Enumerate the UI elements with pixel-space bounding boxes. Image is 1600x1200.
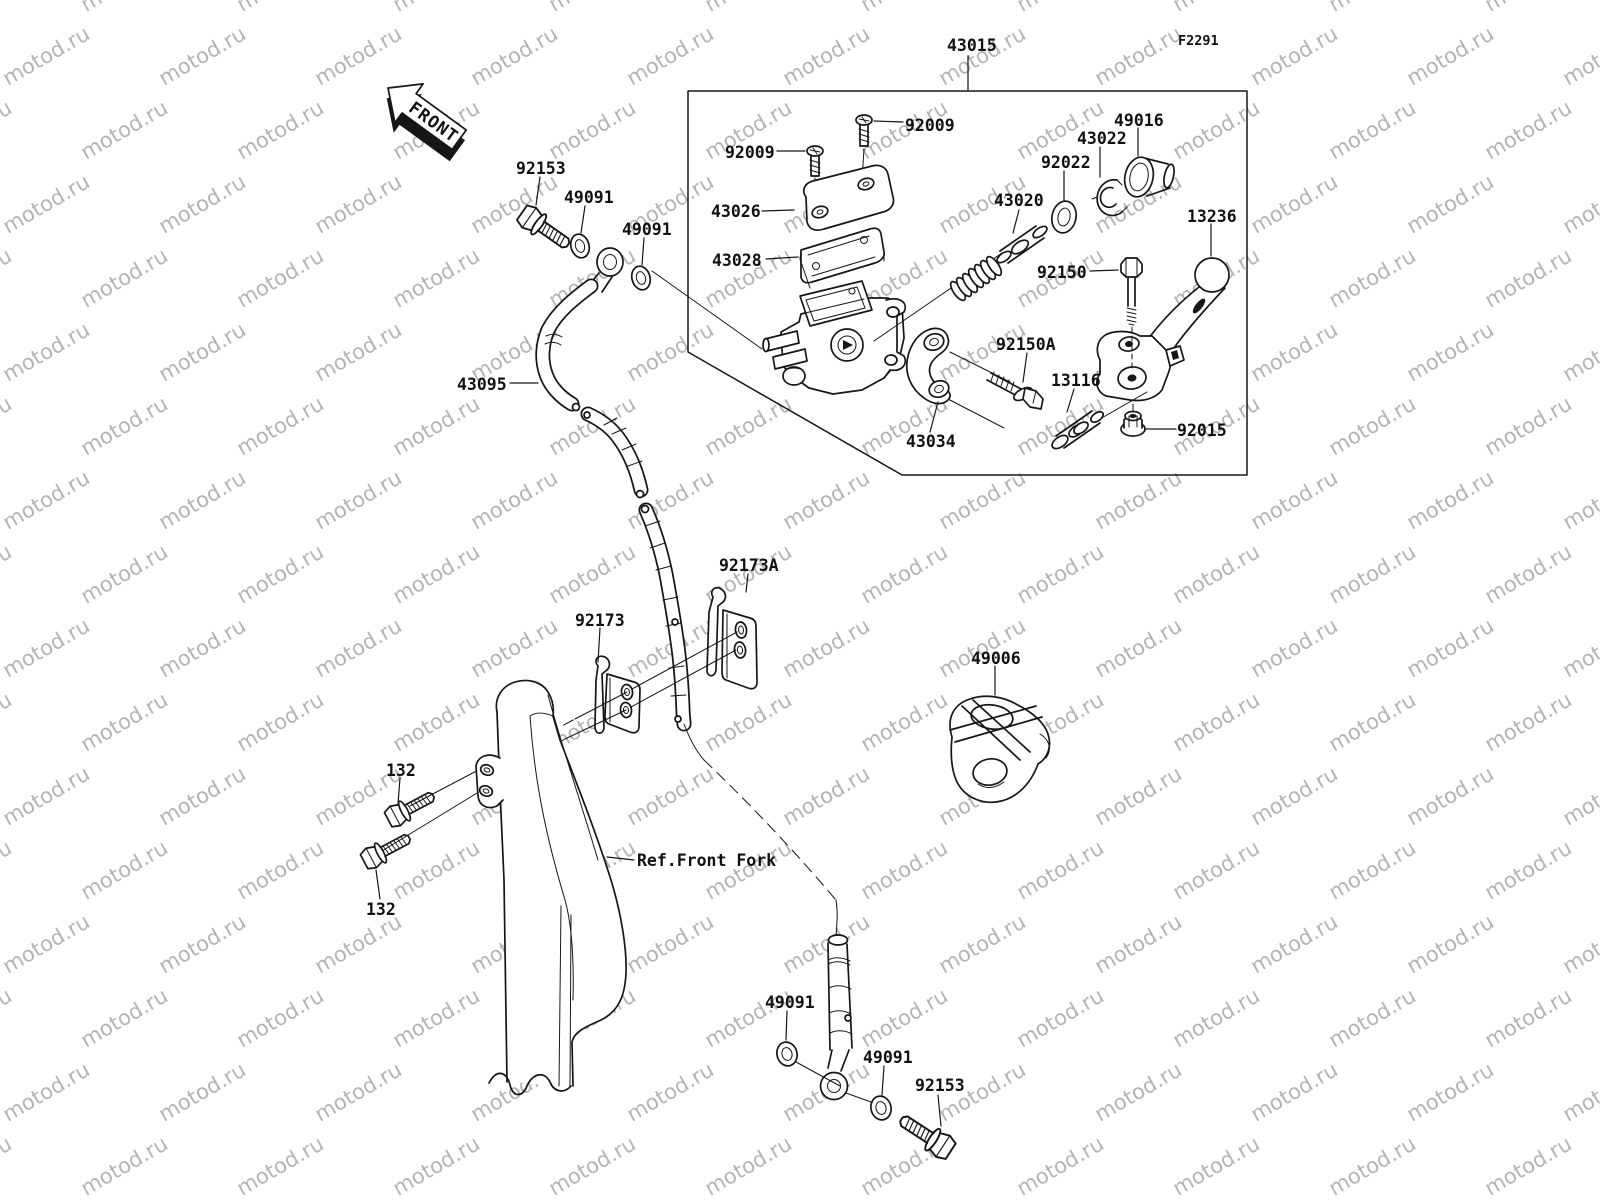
washer-49091-top-2: 49091 [622,220,672,291]
piston [996,225,1048,264]
boot-49016: 49016 [1114,111,1175,198]
lever-boot-49006: 49006 [949,649,1051,804]
assembly-box-43015: 43015 [687,36,1248,476]
screw-92009-right: 92009 [855,114,955,181]
reference-note: Ref.Front Fork [637,851,776,870]
front-arrow: FRONT [386,83,468,162]
part-label-43020: 43020 [994,191,1044,210]
brake-lever-13236: 13236 [1096,207,1237,402]
washer-92022: 92022 [1041,153,1091,234]
reservoir-plate-43028: 43028 [712,227,885,289]
part-label-43028: 43028 [712,251,762,270]
part-label-43015: 43015 [947,36,997,55]
part-label-49006: 49006 [971,649,1021,668]
part-label-43034: 43034 [906,432,956,451]
hose-clamp-92173: 92173 [575,611,641,735]
part-label-43026: 43026 [711,202,761,221]
part-label-92173: 92173 [575,611,625,630]
part-label-49091-4: 49091 [863,1048,913,1067]
part-label-49091-2: 49091 [622,220,672,239]
washer-49091-top-1: 49091 [564,188,614,259]
part-label-49091-1: 49091 [564,188,614,207]
axis-hose-to-cylinder [651,270,763,350]
brake-hose-43095: 43095 [457,247,853,1101]
spring-coils [949,255,1003,302]
part-label-92150A: 92150A [996,335,1056,354]
nut-92015: 92015 [1120,403,1227,440]
part-label-92153-top: 92153 [516,159,566,178]
part-label-49091-3: 49091 [765,993,815,1012]
part-label-132-1: 132 [386,761,416,780]
piston-spring-43020: 43020 [873,191,1048,342]
washer-49091-bottom-2: 49091 [845,1048,913,1121]
part-label-92015: 92015 [1177,421,1227,440]
washer-49091-bottom-1: 49091 [765,993,841,1087]
holder-clamp-43034: 43034 [905,327,1011,451]
reservoir-cap-43026: 43026 [711,164,895,232]
part-label-92009-1: 92009 [725,143,775,162]
clamp-bolt-92150A: 92150A [986,335,1056,410]
part-label-13116: 13116 [1051,371,1101,390]
part-label-92022: 92022 [1041,153,1091,172]
part-label-92150: 92150 [1037,263,1087,282]
part-label-92173A: 92173A [719,556,779,575]
part-label-92153-bottom: 92153 [915,1076,965,1095]
part-label-132-2: 132 [366,900,396,919]
figure-code: F2291 [1178,33,1219,49]
front-arrow-body [387,83,468,151]
part-label-49016: 49016 [1114,111,1164,130]
part-label-43095: 43095 [457,375,507,394]
part-label-43022: 43022 [1077,129,1127,148]
hose-clamp-92173A: 92173A [706,556,779,690]
push-rod-13116: 13116 [1051,371,1148,450]
master-cylinder-body [762,280,907,395]
screw-92009-left: 92009 [725,143,824,207]
fork-guard-ref: Ref.Front Fork [475,679,776,1096]
e-clip-43022: 43022 [1077,129,1128,217]
banjo-bolt-92153-top: 92153 [514,159,576,256]
bolt-132-lower: 132 [358,827,416,919]
pivot-bolt-92150: 92150 [1037,257,1143,372]
banjo-bolt-92153-bottom: 92153 [893,1076,965,1163]
part-label-92009-2: 92009 [905,116,955,135]
bolt-132-upper: 132 [382,761,440,831]
part-label-13236: 13236 [1187,207,1237,226]
